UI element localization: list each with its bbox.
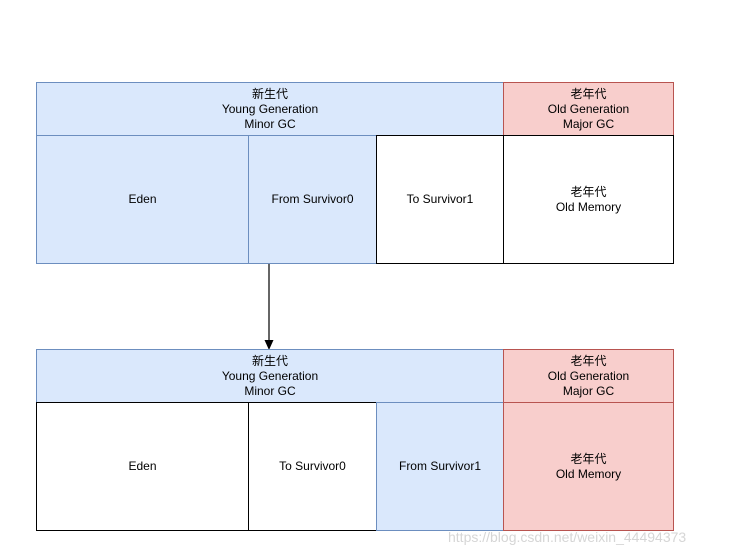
region-label: From Survivor1	[398, 459, 481, 473]
region-label: To Survivor0	[279, 459, 346, 473]
header-line: 新生代	[251, 86, 288, 101]
bottom-eden-region: Eden	[36, 402, 249, 531]
top-young-generation-header: 新生代 Young Generation Minor GC	[36, 82, 504, 136]
header-line: Minor GC	[244, 116, 296, 131]
top-from-survivor0-region: From Survivor0	[248, 135, 377, 264]
top-old-memory-region: 老年代 Old Memory	[503, 135, 674, 264]
region-label: To Survivor1	[406, 192, 474, 206]
header-line: Major GC	[562, 383, 615, 398]
header-line: 老年代	[570, 86, 607, 101]
header-line: Minor GC	[244, 383, 296, 398]
region-label: 老年代	[570, 184, 607, 199]
header-line: Major GC	[562, 116, 615, 131]
watermark-text: https://blog.csdn.net/weixin_44494373	[448, 529, 687, 545]
header-line: Young Generation	[221, 101, 319, 116]
bottom-old-generation-header: 老年代 Old Generation Major GC	[503, 349, 674, 403]
region-label: Old Memory	[555, 199, 622, 214]
bottom-from-survivor1-region: From Survivor1	[376, 402, 504, 531]
top-eden-region: Eden	[36, 135, 249, 264]
header-line: 新生代	[251, 353, 288, 368]
bottom-young-generation-header: 新生代 Young Generation Minor GC	[36, 349, 504, 403]
region-label: Eden	[128, 192, 157, 206]
top-old-generation-header: 老年代 Old Generation Major GC	[503, 82, 674, 136]
header-line: Old Generation	[547, 101, 630, 116]
header-line: 老年代	[570, 353, 607, 368]
header-line: Young Generation	[221, 368, 319, 383]
bottom-to-survivor0-region: To Survivor0	[248, 402, 377, 531]
region-label: From Survivor0	[271, 192, 354, 206]
region-label: Old Memory	[555, 466, 622, 481]
top-to-survivor1-region: To Survivor1	[376, 135, 504, 264]
region-label: 老年代	[570, 451, 607, 466]
region-label: Eden	[128, 459, 157, 473]
bottom-old-memory-region: 老年代 Old Memory	[503, 402, 674, 531]
header-line: Old Generation	[547, 368, 630, 383]
